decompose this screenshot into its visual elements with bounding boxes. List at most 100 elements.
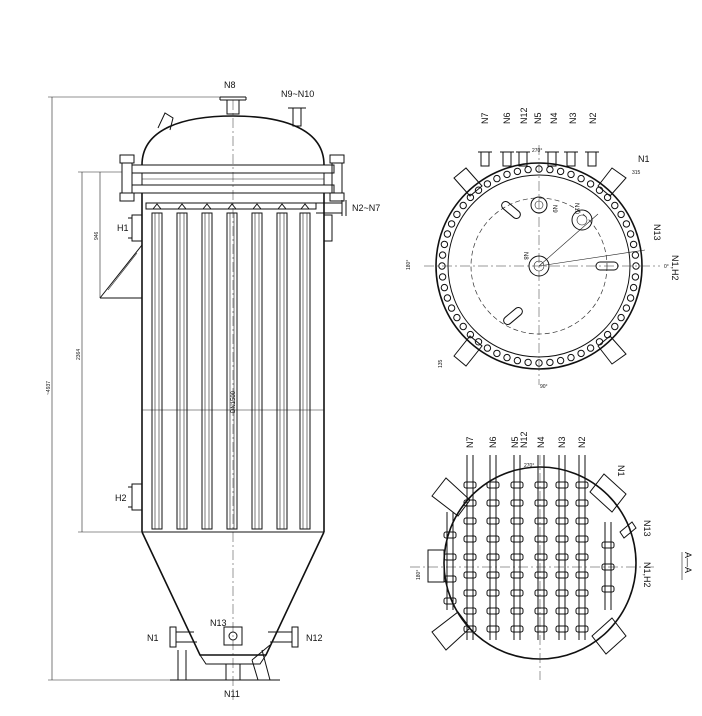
- filter-element: [201, 203, 213, 530]
- top-label-n1h2: N1,H2: [670, 255, 680, 281]
- section-angle-270: 270°: [524, 463, 534, 469]
- filter-element: [299, 203, 311, 530]
- filter-elements: [151, 203, 311, 530]
- section-angle-180: 180°: [416, 570, 422, 580]
- angle-315: 315: [632, 170, 641, 176]
- flange-bolt: [459, 322, 467, 331]
- flange-bolt: [546, 165, 554, 174]
- flange-bolt: [474, 338, 483, 346]
- section-nozzle-label: N12: [519, 431, 529, 448]
- flange-bolt: [459, 201, 467, 210]
- section-nozzle-label: N4: [536, 436, 546, 448]
- flange-bolt: [622, 220, 631, 228]
- flange-bolt: [631, 273, 640, 281]
- flange-bolt: [556, 167, 565, 176]
- flange-bolt: [493, 174, 501, 183]
- top-nozzle-label: N6: [502, 112, 512, 124]
- top-nozzle-label: N3: [568, 112, 578, 124]
- flange-bolt: [632, 262, 640, 270]
- label-h1: H1: [117, 223, 129, 233]
- flange-bolt: [595, 338, 604, 346]
- top-nozzle-stub: [500, 151, 514, 167]
- top-nozzle-stub: [478, 151, 492, 167]
- dim-upper: 946: [94, 231, 100, 240]
- nozzle-n2-n7: [316, 200, 347, 216]
- section-filter-row: [486, 455, 500, 640]
- flange-bolt: [617, 210, 625, 219]
- angle-bottom-90: 90°: [540, 384, 548, 390]
- flange-bolt: [443, 294, 452, 302]
- label-n8: N8: [224, 80, 236, 90]
- section-legs: [431, 473, 627, 655]
- label-h2: H2: [115, 493, 127, 503]
- label-n1: N1: [147, 633, 159, 643]
- top-label-n10: N10: [573, 203, 579, 215]
- flange-bolt: [440, 283, 449, 292]
- flange-bolt: [577, 174, 585, 183]
- section-side-nozzle: [427, 549, 445, 583]
- flange-bolt: [440, 240, 449, 249]
- filter-element: [151, 203, 163, 530]
- filter-element: [176, 203, 188, 530]
- angle-right-0: 0°: [664, 264, 669, 270]
- flange-bolt: [513, 356, 522, 365]
- tube-sheet: [145, 202, 317, 210]
- section-nozzle-label: N3: [557, 436, 567, 448]
- flange-bolt: [453, 313, 461, 322]
- flange-bolt: [483, 180, 492, 188]
- flange-bolt: [438, 273, 447, 281]
- flange-bolt: [524, 165, 532, 174]
- filter-element: [226, 203, 238, 530]
- section-nozzle-label: N2: [577, 436, 587, 448]
- nozzle-n11: [225, 663, 241, 681]
- angle-135: 135: [438, 359, 444, 368]
- front-view: N8 N9~N10: [46, 80, 380, 700]
- lifting-lug: [157, 112, 174, 131]
- filter-element: [276, 203, 288, 530]
- flange-bolt: [577, 349, 585, 358]
- section-label-n13: N13: [642, 520, 652, 537]
- flange-bolt: [622, 304, 631, 312]
- section-filter-row: [534, 455, 548, 640]
- top-nozzle-label: N2: [588, 112, 598, 124]
- filter-element: [251, 203, 263, 530]
- top-nozzle-stubs: [478, 151, 599, 167]
- nozzle-n12: [268, 626, 299, 648]
- dimension-lines: [48, 96, 220, 681]
- flange-bolt: [447, 220, 456, 228]
- flange-bolt: [466, 193, 475, 202]
- section-label-n1: N1: [616, 465, 626, 477]
- section-n13-nozzle: [619, 521, 637, 539]
- flange-bolt: [438, 251, 447, 259]
- top-label-n1: N1: [638, 154, 650, 164]
- section-filter-row: [575, 455, 589, 640]
- flange-bolt: [483, 344, 492, 352]
- section-filter-row: [555, 455, 569, 640]
- label-n9-n10: N9~N10: [281, 89, 314, 99]
- section-filter-row: [463, 455, 477, 640]
- flange-bolt: [631, 251, 640, 259]
- flange-bolt: [626, 230, 635, 238]
- flange-bolt: [503, 353, 511, 362]
- top-view-lugs: [453, 167, 627, 367]
- top-head: [141, 115, 325, 166]
- flange-bolt: [503, 170, 511, 179]
- support-bracket: [99, 243, 143, 299]
- flange-bolt: [611, 201, 619, 210]
- top-nozzle-label: N4: [549, 112, 559, 124]
- lug-h1: [128, 214, 333, 242]
- flange-bolt: [626, 294, 635, 302]
- top-label-n9: N9: [551, 205, 557, 213]
- flange-bolts: [438, 165, 640, 367]
- flange-bolt: [524, 358, 532, 367]
- section-nozzle-label: N5: [510, 436, 520, 448]
- nozzle-n8: [219, 96, 247, 115]
- dim-overall: ~4937: [46, 381, 52, 395]
- flange-bolt: [513, 167, 522, 176]
- body-flange: [119, 154, 345, 202]
- manways-top: [501, 196, 619, 325]
- nozzle-n9-n10: [288, 107, 306, 127]
- flange-bolt: [493, 349, 501, 358]
